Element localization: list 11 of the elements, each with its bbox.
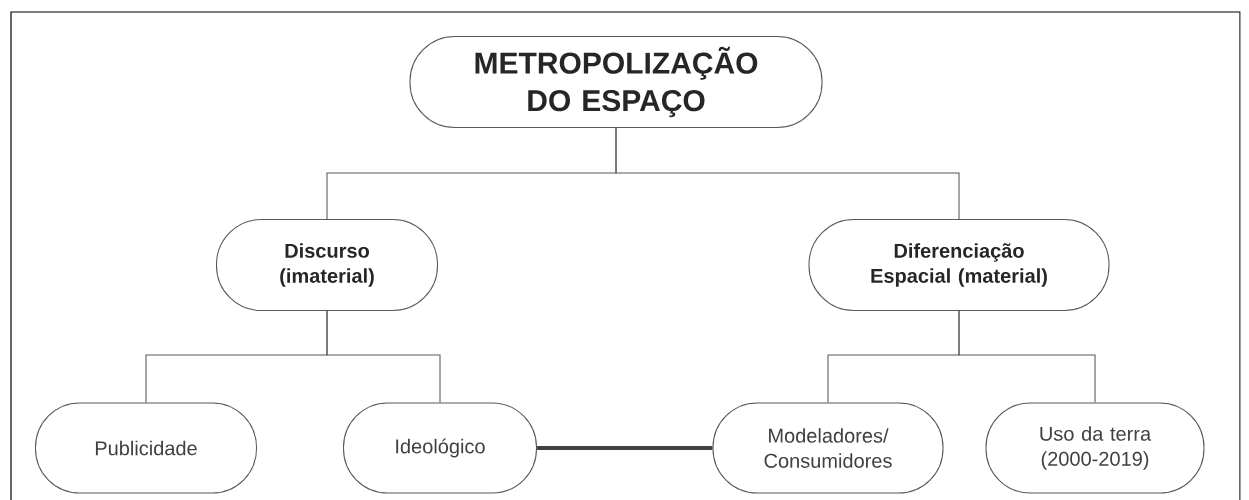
rounded-box: Publicidade bbox=[34, 402, 258, 494]
connector-line bbox=[615, 127, 960, 220]
rounded-box: Discurso (imaterial) bbox=[215, 218, 439, 312]
connector-line bbox=[958, 310, 1096, 403]
rounded-box: Diferenciação Espacial (material) bbox=[808, 218, 1110, 312]
connector-line bbox=[537, 446, 713, 450]
rounded-box: METROPOLIZAÇÃO DO ESPAÇO bbox=[409, 35, 823, 129]
connector-line bbox=[326, 310, 441, 403]
rounded-box: Uso da terra (2000-2019) bbox=[985, 402, 1205, 494]
rounded-box: Ideológico bbox=[342, 402, 538, 494]
rounded-box: Modeladores/ Consumidores bbox=[712, 402, 944, 494]
